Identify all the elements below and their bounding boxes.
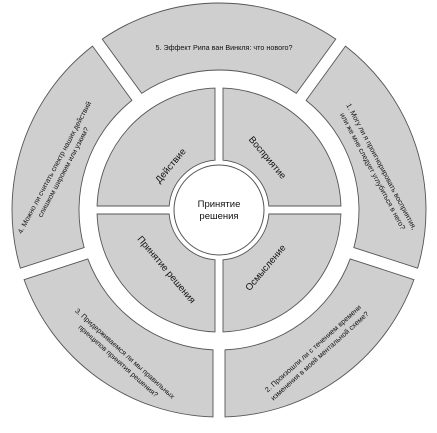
outer-segment-q4 [11,45,133,269]
inner-segment-decision [96,213,216,333]
inner-segment-perception [222,87,342,207]
outer-segment-q2 [224,258,415,418]
center-label-line1: Принятие [198,199,241,210]
outer-label-q5: 5. Эффект Рипа ван Винкля: что нового? [155,43,292,52]
outer-segment-q1 [305,45,427,269]
center-label-line2: решения [199,211,238,222]
center-circle [173,164,265,256]
inner-segment-action [96,87,216,207]
outer-segment-q3 [23,258,214,418]
outer-segment-q5 [101,2,337,94]
inner-segment-comprehension [222,213,342,333]
